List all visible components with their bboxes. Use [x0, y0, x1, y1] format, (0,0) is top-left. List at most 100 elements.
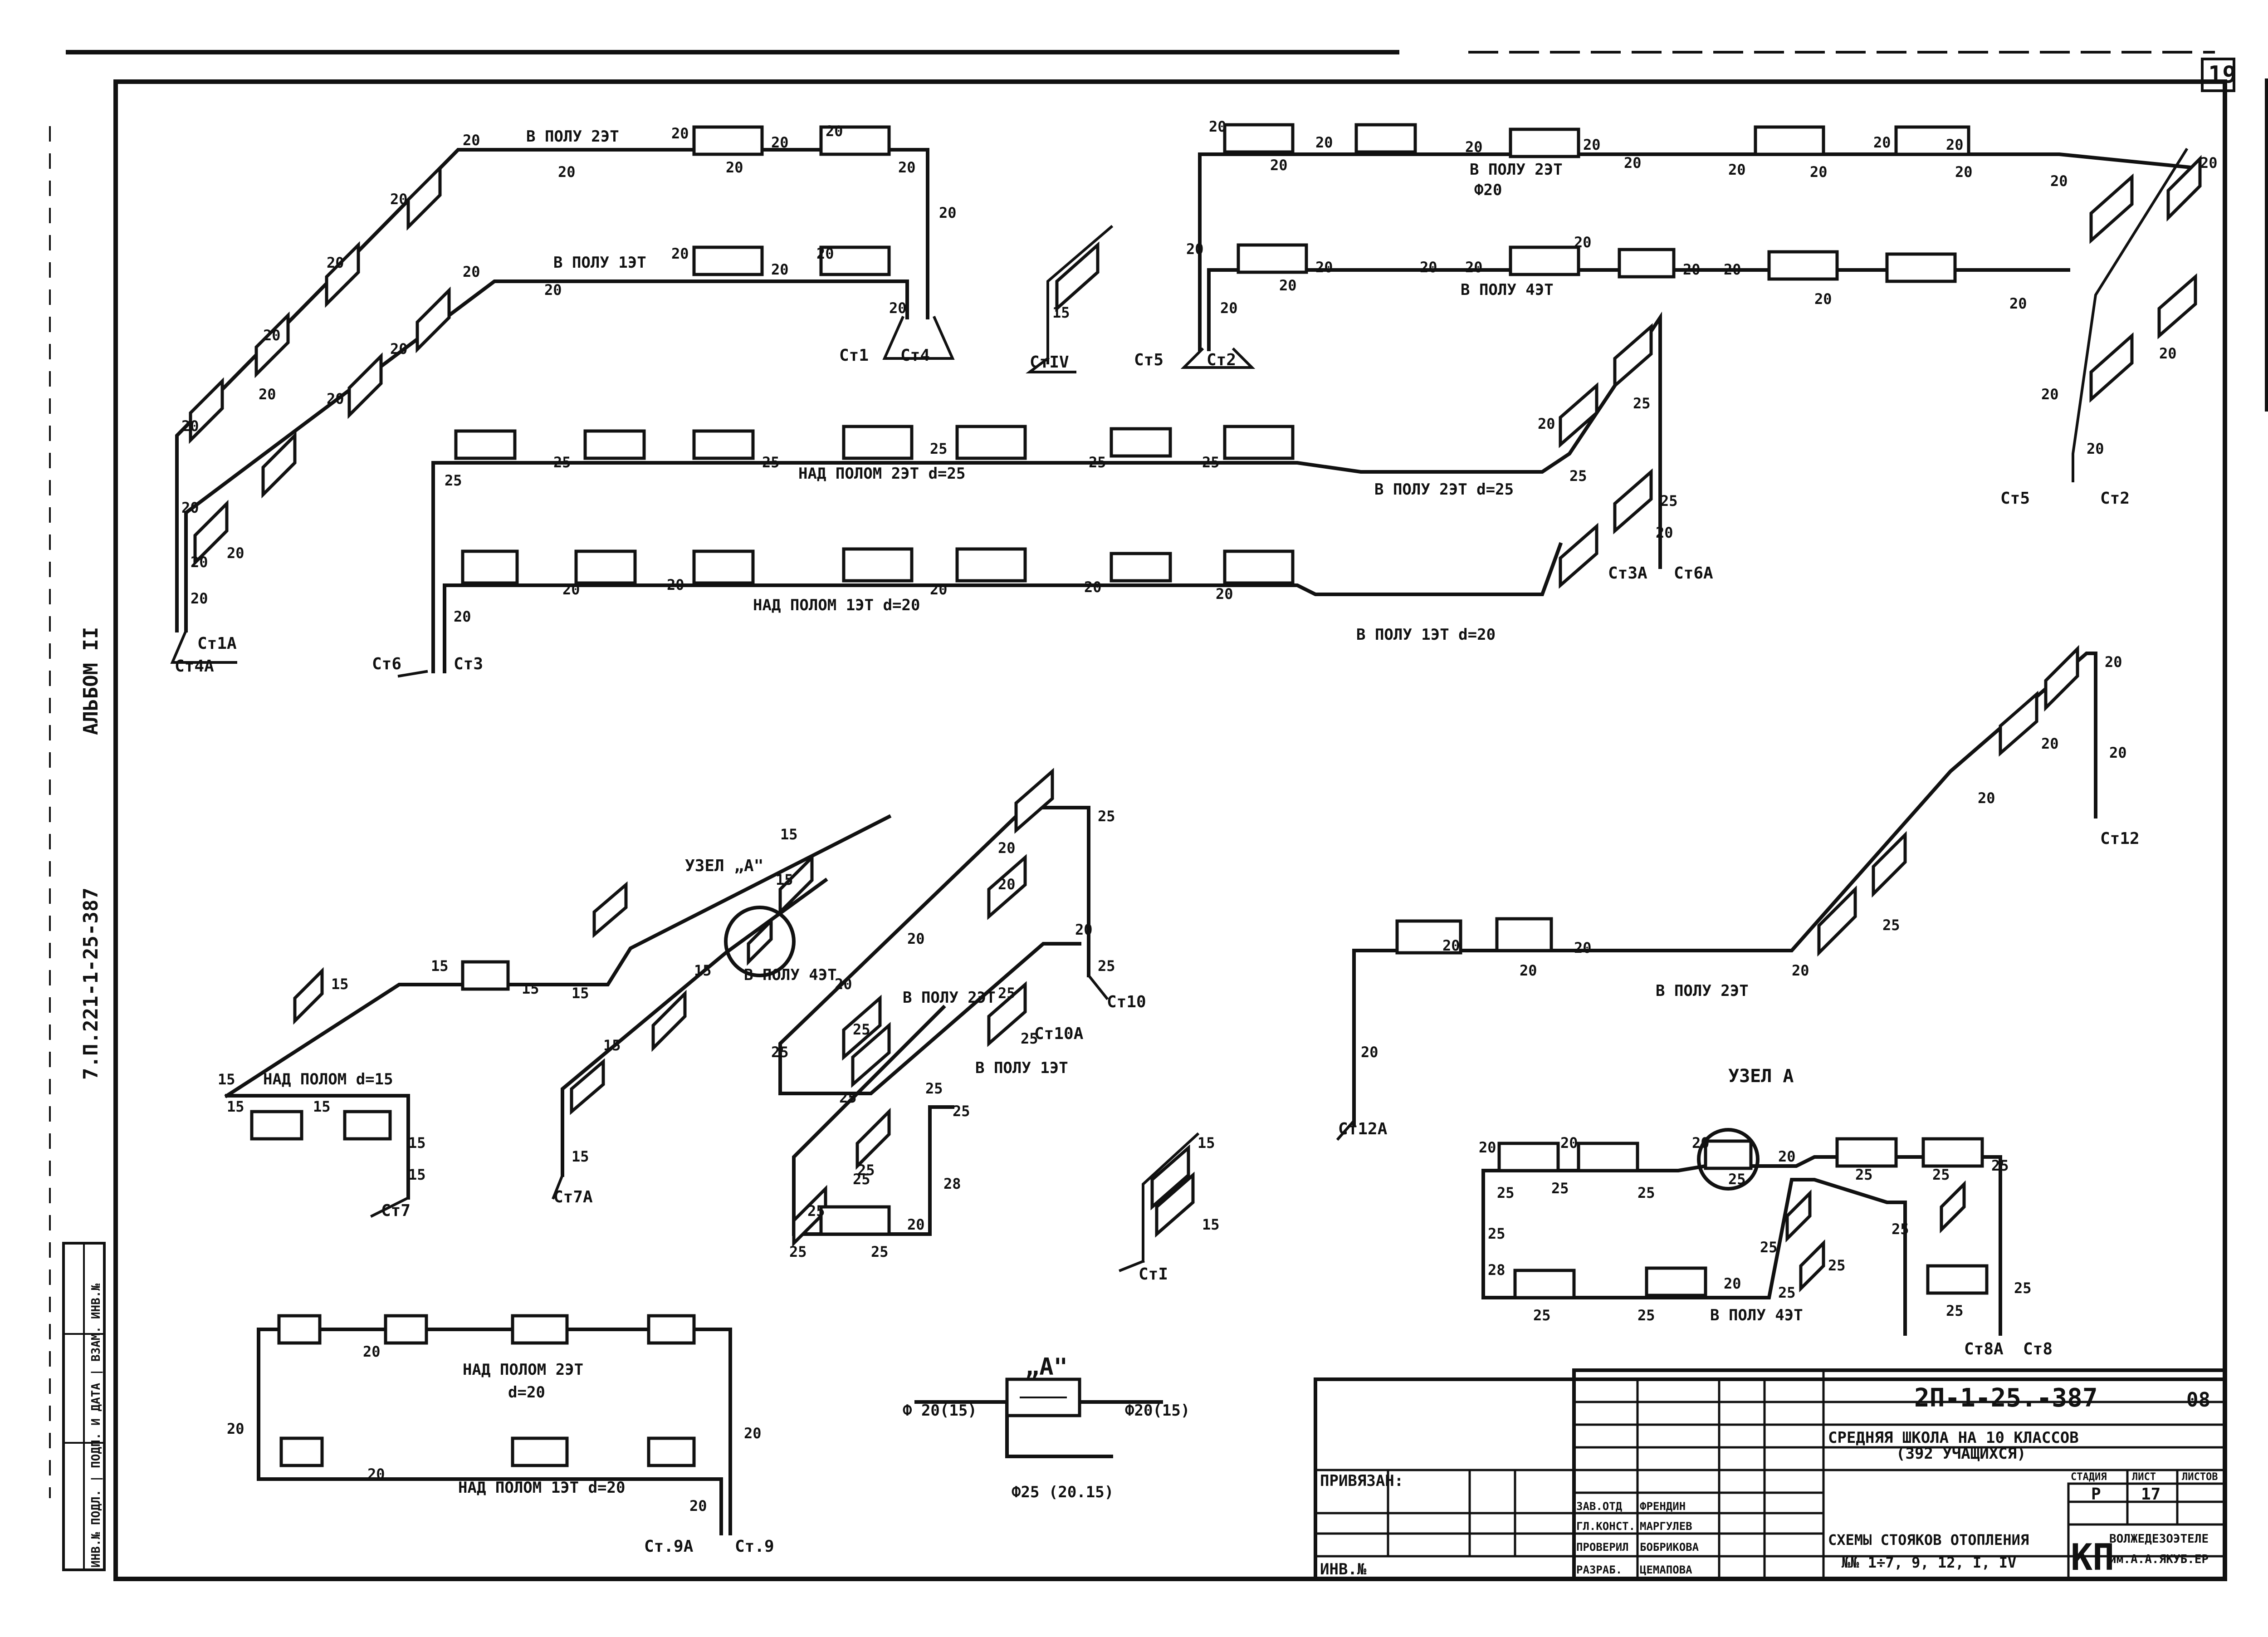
label-floor2-d25: В ПОЛУ 2ЭТ d=25	[1374, 480, 1514, 499]
sheet-code: 08	[2186, 1388, 2210, 1412]
pipe-diameter-label: 25	[998, 985, 1016, 1002]
sheet-title-line2: №№ 1÷7, 9, 12, I, IV	[1842, 1554, 2016, 1571]
role-1: ЗАВ.ОТД	[1576, 1500, 1622, 1513]
pipe-diameter-label: 20	[1361, 1044, 1378, 1061]
side-stamp	[62, 1242, 106, 1571]
riser-group-sti	[1119, 1132, 1200, 1272]
pipe-diameter-label: 15	[408, 1166, 426, 1183]
label-above2-d20b: d=20	[508, 1383, 545, 1402]
label-floor1-d20: В ПОЛУ 1ЭТ d=20	[1356, 626, 1496, 644]
uzel-a-callout-circle-1	[724, 906, 796, 977]
riser-tag-st9a: Ст.9А	[644, 1537, 694, 1556]
pipe-diameter-label: 20	[454, 608, 471, 625]
pipe-diameter-label: 15	[522, 980, 539, 997]
riser-tag-st10: Ст10	[1107, 993, 1146, 1011]
pipe-diameter-label: 25	[771, 1044, 789, 1061]
riser-tag-st6a: Ст6А	[1674, 564, 1713, 583]
pipe-diameter-label: 25	[762, 454, 780, 471]
pipe-diameter-label: 20	[1270, 157, 1288, 174]
pipe-diameter-label: 25	[1488, 1225, 1505, 1242]
pipe-diameter-label: 25	[1098, 957, 1115, 975]
pipe-diameter-label: 25	[1569, 467, 1587, 485]
sheets-header: ЛИСТОВ	[2182, 1471, 2218, 1483]
riser-group-st8	[1481, 1137, 2002, 1336]
pipe-diameter-label: 20	[1724, 1275, 1741, 1292]
pipe-diameter-label: 20	[181, 499, 199, 516]
pipe-diameter-label: 25	[2014, 1279, 2032, 1297]
pipe-diameter-label: 20	[1873, 134, 1891, 151]
label-floor1-mid2: В ПОЛУ 1ЭТ	[975, 1059, 1068, 1077]
riser-tag-st5b: Ст5	[2000, 489, 2030, 508]
label-above1-d20: НАД ПОЛОМ 1ЭТ d=20	[753, 596, 920, 614]
pipe-diameter-label: 20	[259, 386, 276, 403]
pipe-diameter-label: 15	[313, 1098, 331, 1115]
project-line1: СРЕДНЯЯ ШКОЛА НА 10 КЛАССОВ	[1828, 1429, 2079, 1447]
riser-tag-st4: Ст4	[900, 346, 930, 365]
title-block	[1314, 1368, 2227, 1581]
pipe-diameter-label: 20	[1692, 1134, 1710, 1152]
pipe-diameter-label: 20	[1728, 161, 1746, 178]
pipe-diameter-label: 20	[1683, 261, 1701, 278]
riser-tag-st7: Ст7	[381, 1201, 411, 1220]
pipe-diameter-label: 20	[667, 576, 684, 593]
pipe-diameter-label: 15	[780, 826, 798, 843]
pipe-diameter-label: 15	[331, 975, 349, 993]
sheet-header: ЛИСТ	[2132, 1471, 2156, 1483]
pipe-diameter-label: 20	[835, 975, 852, 993]
pipe-diameter-label: 20	[1315, 259, 1333, 276]
role-3: ПРОВЕРИЛ	[1576, 1541, 1629, 1554]
pipe-diameter-label: 20	[1574, 234, 1592, 251]
riser-tag-st1a: Ст1А	[197, 634, 237, 653]
label-above1-d20b: НАД ПОЛОМ 1ЭТ d=20	[458, 1479, 625, 1497]
pipe-diameter-label: 25	[1882, 917, 1900, 934]
pipe-diameter-label: 20	[1420, 259, 1437, 276]
side-code: 7.П.221-1-25-387	[79, 887, 103, 1080]
pipe-diameter-label: 20	[1465, 138, 1483, 156]
pipe-diameter-label: 20	[671, 245, 689, 262]
riser-group-st10	[778, 768, 1109, 1247]
pipe-diameter-label: 25	[1551, 1180, 1569, 1197]
riser-tag-st12a: Ст12А	[1338, 1120, 1388, 1138]
pipe-diameter-label: 25	[553, 454, 571, 471]
pipe-diameter-label: 25	[871, 1243, 889, 1260]
org-logo: КП	[2071, 1536, 2114, 1578]
label-above2-d25: НАД ПОЛОМ 2ЭТ d=25	[798, 465, 965, 483]
pipe-diameter-label: 20	[327, 390, 344, 407]
riser-tag-st5: Ст5	[1134, 351, 1163, 369]
pipe-diameter-labels: 20 20 20 20 20 20 20 20 20 20 20 20 20 20 20 20 20 20 20 20…	[181, 118, 2218, 1514]
pipe-diameter-label: 20	[998, 839, 1016, 857]
pipe-diameter-label: 20	[2041, 735, 2059, 752]
pipe-diameter-label: 25	[1855, 1166, 1873, 1183]
label-floor1-mid: В ПОЛУ 4ЭТ	[744, 966, 837, 984]
pipe-diameter-label: 20	[463, 132, 480, 149]
pipe-diameter-label: 20	[1946, 136, 1964, 153]
pipe-diameter-label: 20	[826, 123, 843, 140]
pipe-diameter-label: 20	[2087, 440, 2104, 457]
stage-value: Р	[2091, 1485, 2101, 1504]
riser-tag-st10a: Ст10А	[1034, 1024, 1084, 1043]
pipe-diameter-label: 20	[1560, 1134, 1578, 1152]
label-phi25: Ф25 (20.15)	[1012, 1483, 1114, 1501]
pipe-diameter-label: 20	[671, 125, 689, 142]
pipe-diameter-label: 15	[227, 1098, 244, 1115]
pipe-diameter-label: 20	[1075, 921, 1093, 938]
title-block-text: 2П-1-25.-387 08 СРЕДНЯЯ ШКОЛА НА 10 КЛАС…	[1320, 1383, 2218, 1578]
pipe-diameter-label: 20	[2041, 386, 2059, 403]
pipe-diameter-label: 20	[544, 281, 562, 299]
pipe-diameter-label: 20	[1442, 937, 1460, 954]
pipe-diameter-label: 20	[1186, 240, 1204, 258]
pipe-diameter-label: 25	[1637, 1184, 1655, 1201]
riser-tag-st2b: Ст2	[2100, 489, 2130, 508]
pipe-diameter-label: 25	[1778, 1284, 1796, 1301]
pipe-diameter-label: 15	[776, 871, 793, 888]
pipe-diameter-label: 20	[816, 245, 834, 262]
pipe-diameter-label: 25	[807, 1202, 825, 1220]
pipe-diameter-label: 20	[1583, 136, 1601, 153]
pipe-diameter-label: 20	[1792, 962, 1809, 979]
uzel-a-callout-circle-2	[1697, 1128, 1760, 1191]
pipe-diameter-label: 20	[998, 876, 1016, 893]
label-floor2-top: В ПОЛУ 2ЭТ	[526, 127, 619, 146]
riser-group-st5-st2	[1180, 123, 2202, 482]
label-above2-d20a: НАД ПОЛОМ 2ЭТ	[463, 1361, 583, 1379]
pipe-diameter-label: 15	[1198, 1134, 1215, 1152]
